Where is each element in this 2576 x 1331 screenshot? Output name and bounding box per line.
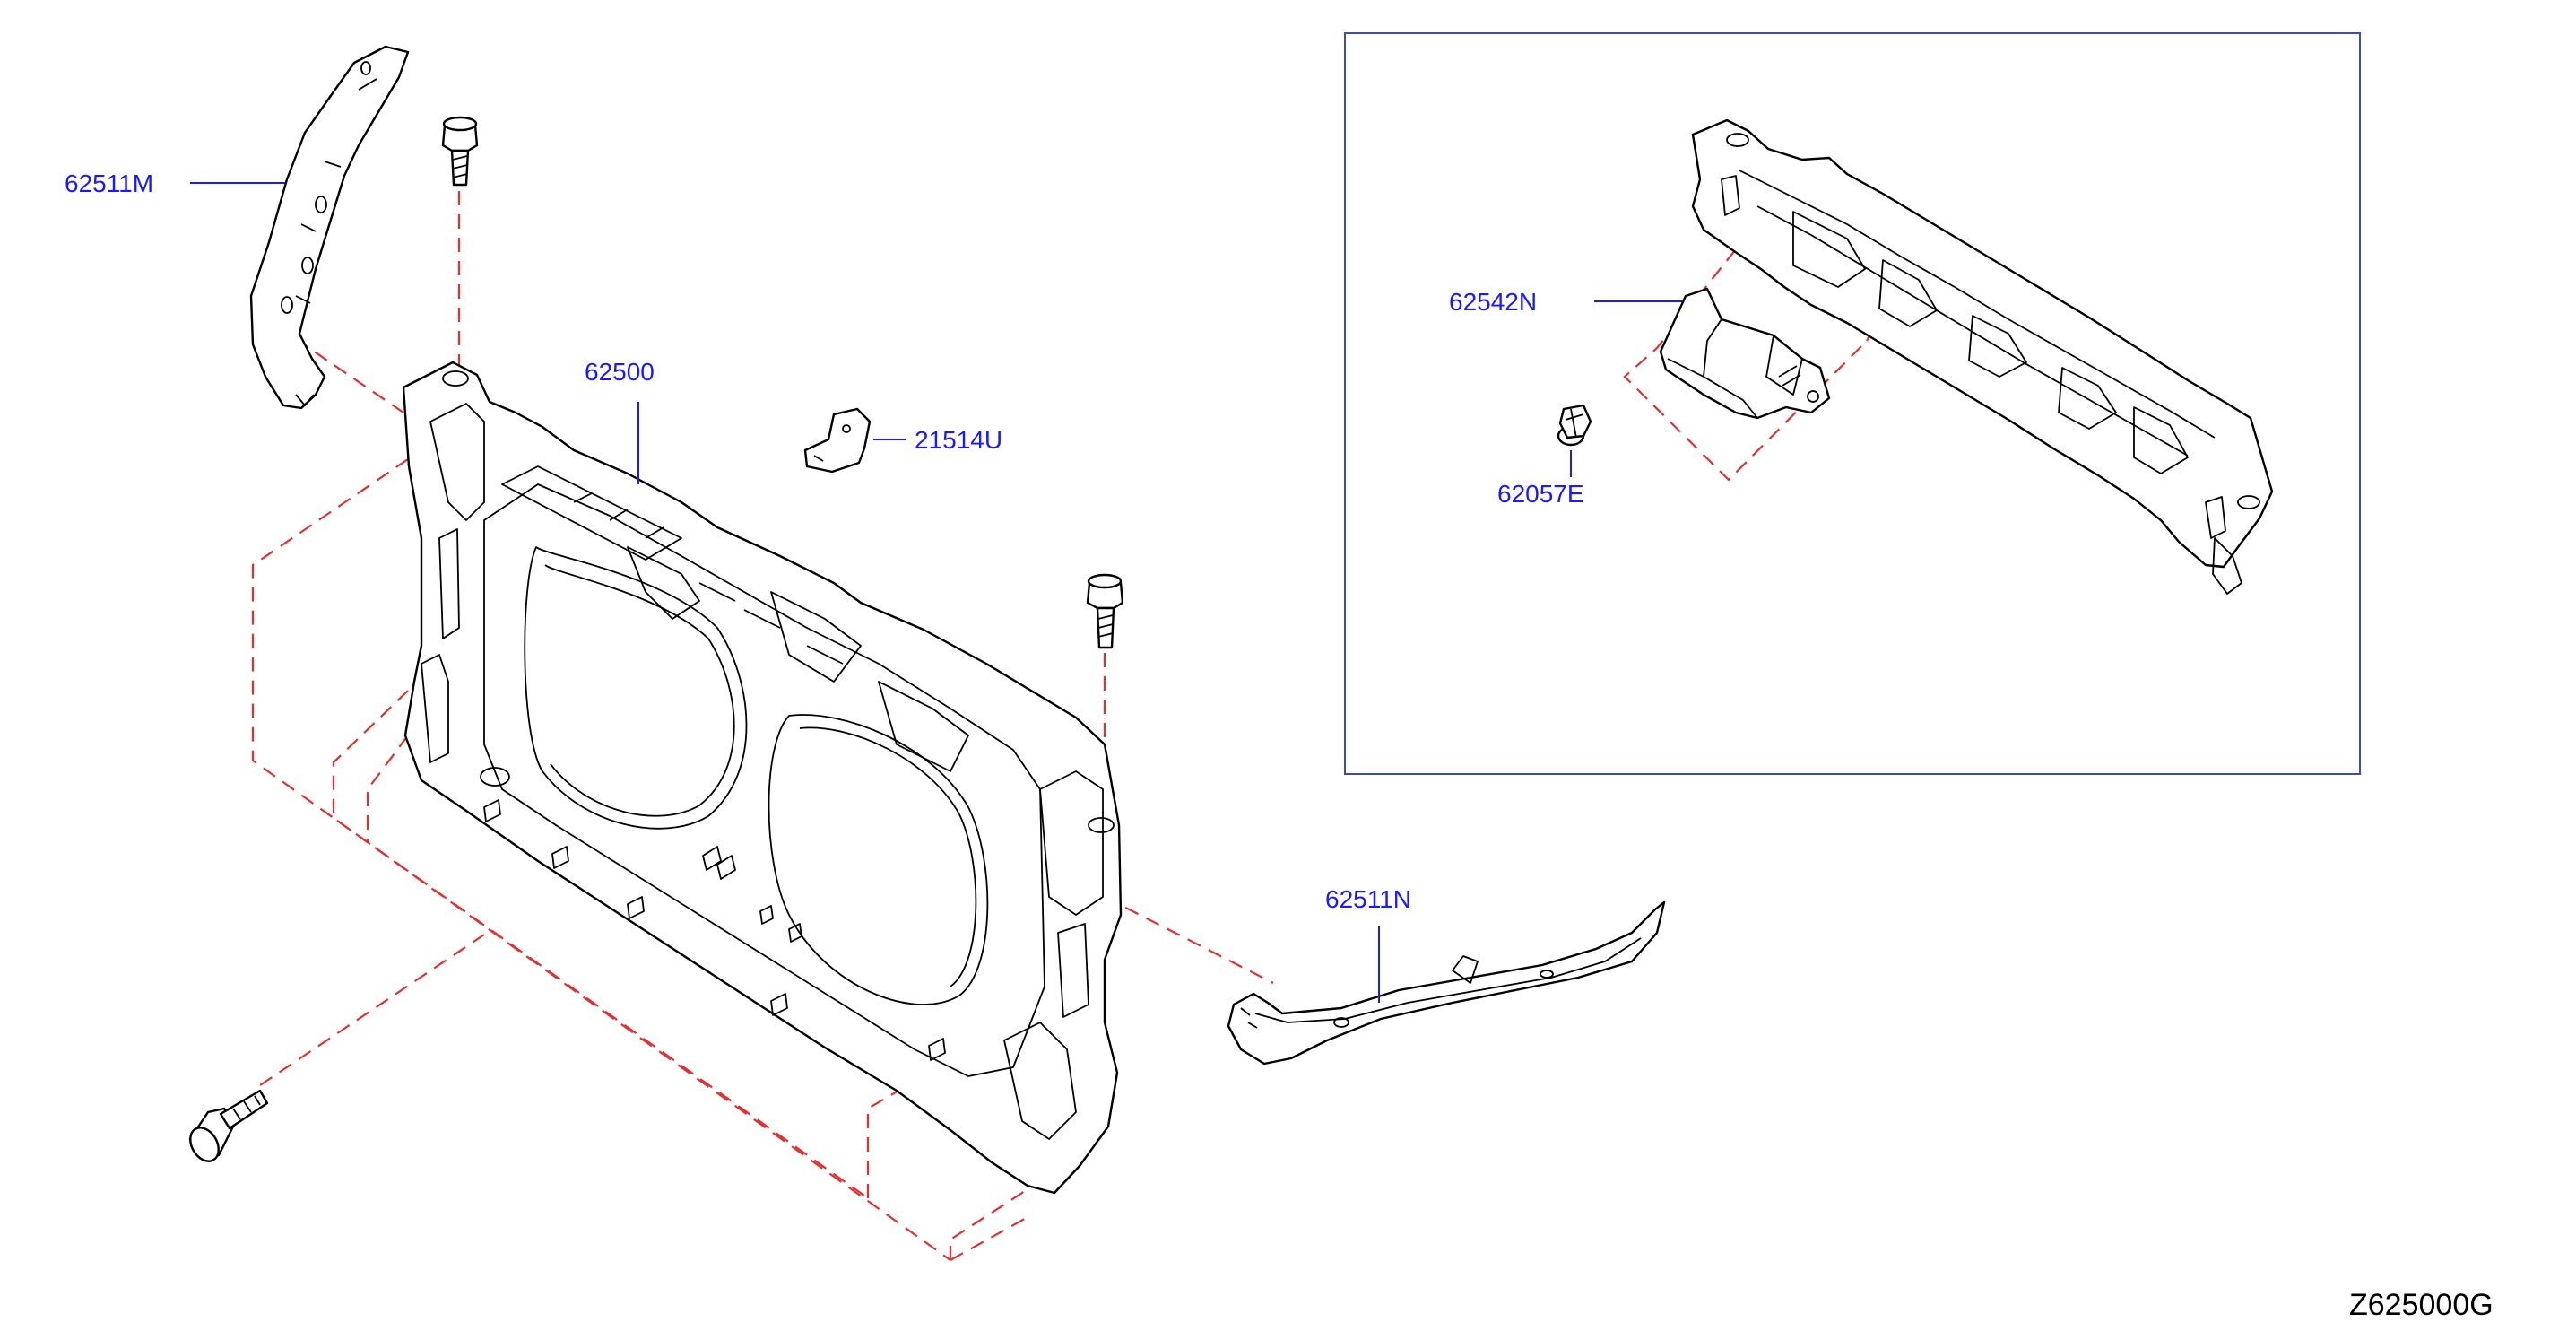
leader-lines — [190, 182, 1682, 1003]
label-62511n: 62511N — [1325, 885, 1411, 913]
bracket-62511n-drawing[interactable] — [1227, 900, 1666, 1066]
label-21514u: 21514U — [915, 426, 1002, 454]
clip-62057e-drawing[interactable] — [1557, 404, 1592, 447]
bolt-lower-left-drawing[interactable] — [185, 1089, 269, 1166]
inset-upper-beam-drawing[interactable] — [1691, 118, 2274, 595]
duct-62542n-drawing[interactable] — [1659, 287, 1831, 420]
bracket-62511m-drawing[interactable] — [249, 45, 410, 410]
bracket-21514u-drawing[interactable] — [803, 407, 872, 474]
bolt-top-drawing[interactable] — [441, 116, 479, 187]
label-62542n: 62542N — [1449, 288, 1537, 316]
label-62511m: 62511M — [65, 170, 153, 197]
diagram-code: Z625000G — [2349, 1288, 2494, 1322]
label-62500: 62500 — [585, 358, 655, 386]
inset-frame — [1344, 32, 2361, 775]
label-62057e: 62057E — [1497, 480, 1584, 508]
bolt-right-drawing[interactable] — [1086, 573, 1124, 649]
radiator-core-support-62500-drawing[interactable] — [402, 361, 1123, 1195]
